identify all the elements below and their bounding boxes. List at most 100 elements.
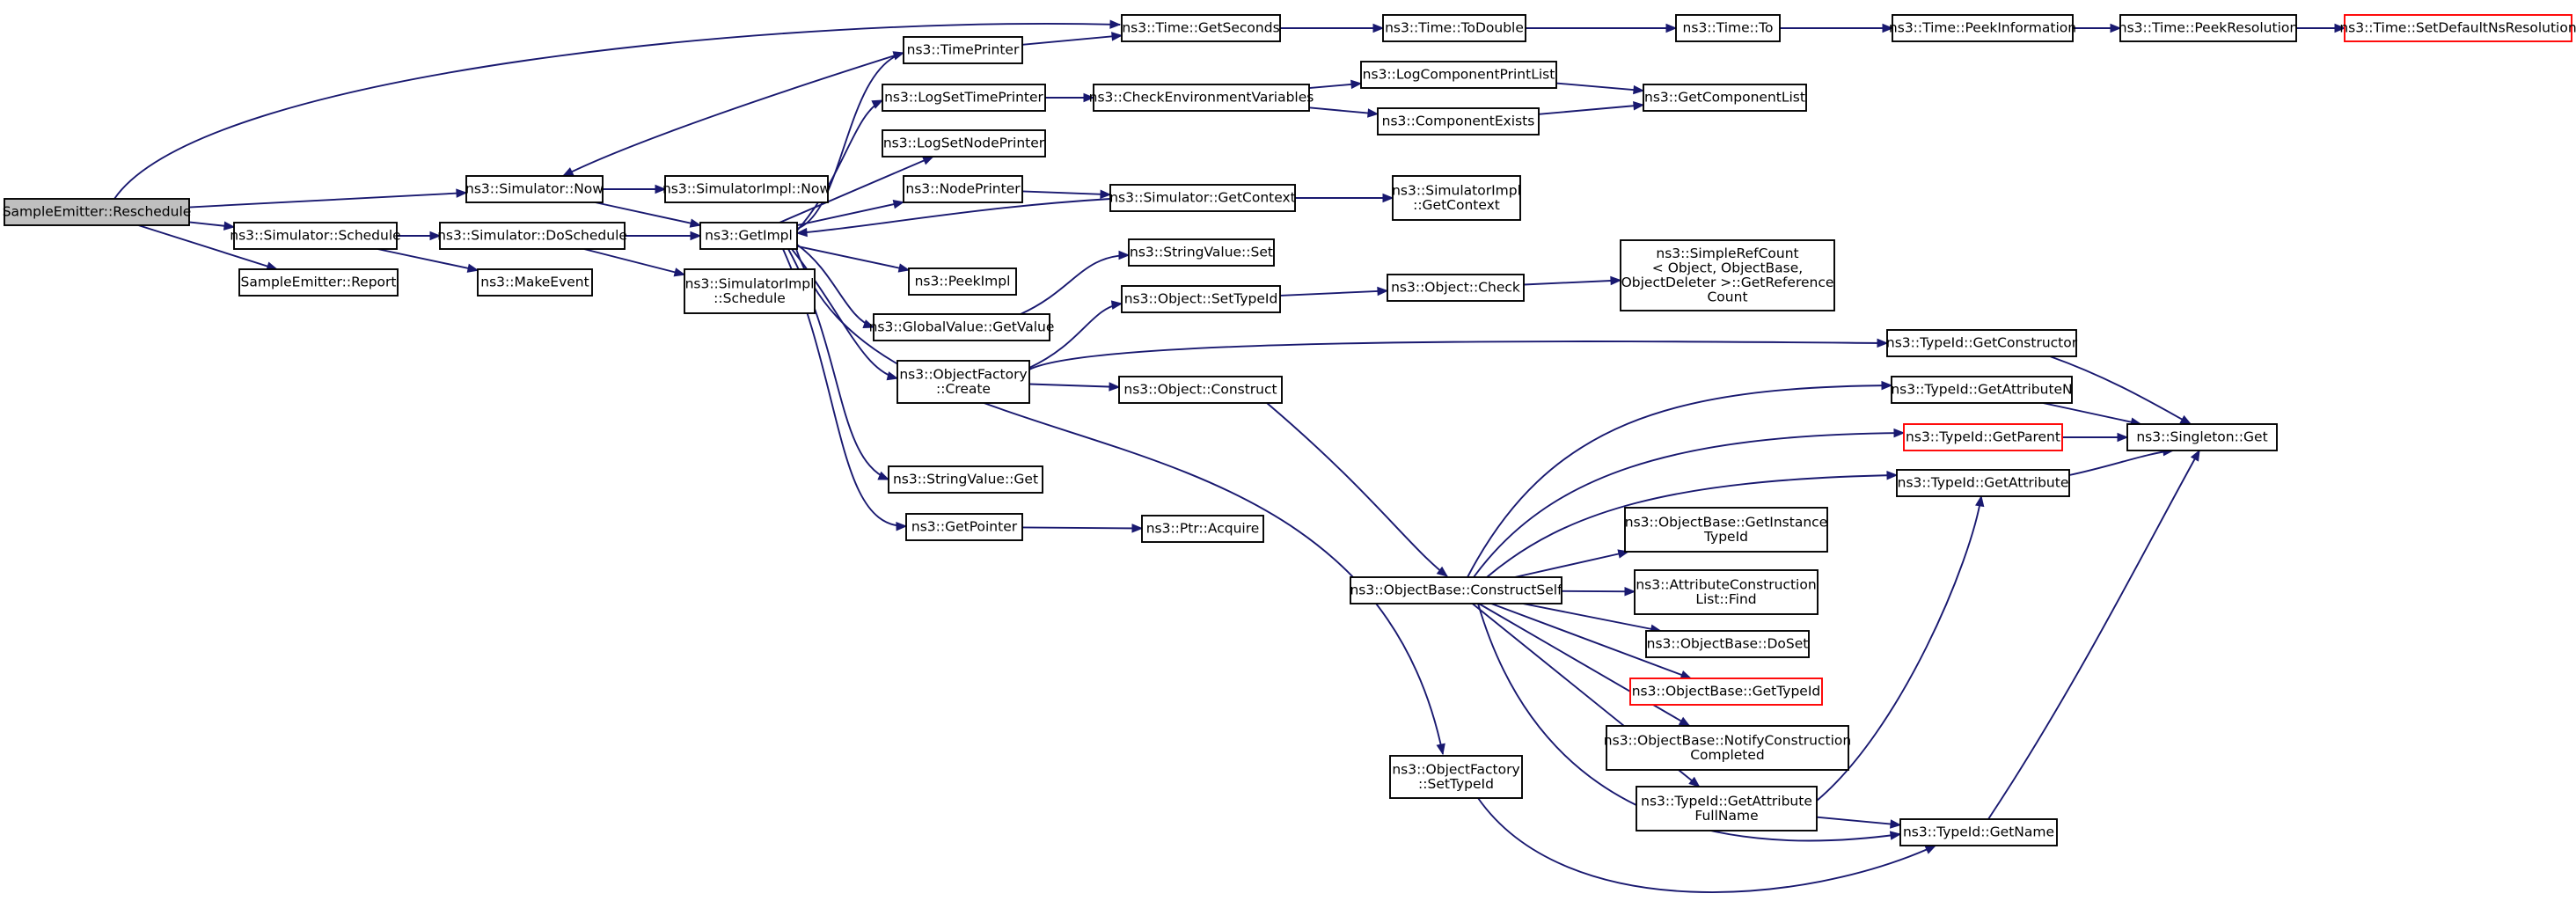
node-box[interactable] — [1624, 507, 1828, 553]
node-time-get-seconds[interactable]: ns3::Time::GetSeconds — [1121, 14, 1281, 42]
node-string-value-set[interactable]: ns3::StringValue::Set — [1128, 238, 1275, 267]
node-sim-now[interactable]: ns3::Simulator::Now — [465, 175, 604, 203]
node-log-set-node-printer[interactable]: ns3::LogSetNodePrinter — [882, 129, 1046, 157]
node-objbase-get-typeid[interactable]: ns3::ObjectBase::GetTypeId — [1629, 678, 1823, 706]
node-object-set-type-id[interactable]: ns3::Object::SetTypeId — [1121, 285, 1281, 313]
node-report[interactable]: SampleEmitter::Report — [238, 268, 399, 297]
node-simimpl-schedule[interactable]: ns3::SimulatorImpl::Schedule — [684, 268, 816, 314]
node-box[interactable] — [1118, 376, 1283, 404]
node-box[interactable] — [1675, 14, 1781, 42]
node-box[interactable] — [903, 36, 1023, 64]
node-box[interactable] — [664, 175, 829, 203]
node-sim-schedule[interactable]: ns3::Simulator::Schedule — [230, 222, 401, 250]
node-box[interactable] — [1360, 61, 1557, 89]
node-object-check[interactable]: ns3::Object::Check — [1387, 274, 1525, 302]
node-box[interactable] — [1389, 755, 1523, 799]
node-typeid-get-constructor[interactable]: ns3::TypeId::GetConstructor — [1886, 329, 2078, 357]
node-ptr-acquire[interactable]: ns3::Ptr::Acquire — [1141, 515, 1264, 543]
node-box[interactable] — [233, 222, 398, 250]
node-box[interactable] — [903, 175, 1023, 203]
node-box[interactable] — [1634, 569, 1819, 615]
node-box[interactable] — [888, 465, 1043, 494]
node-check-env-vars[interactable]: ns3::CheckEnvironmentVariables — [1089, 84, 1314, 112]
node-box[interactable] — [4, 198, 190, 226]
node-box[interactable] — [1629, 678, 1823, 706]
node-box[interactable] — [1903, 423, 2063, 451]
node-box[interactable] — [1645, 630, 1810, 658]
node-box[interactable] — [1636, 786, 1818, 831]
node-box[interactable] — [1387, 274, 1525, 302]
node-typeid-get-name[interactable]: ns3::TypeId::GetName — [1899, 818, 2058, 846]
node-make-event[interactable]: ns3::MakeEvent — [477, 268, 593, 297]
node-box[interactable] — [2344, 14, 2572, 42]
node-box[interactable] — [465, 175, 604, 203]
node-box[interactable] — [873, 313, 1050, 341]
node-box[interactable] — [882, 84, 1046, 112]
node-simple-ref-count[interactable]: ns3::SimpleRefCount< Object, ObjectBase,… — [1620, 239, 1835, 311]
node-box[interactable] — [905, 513, 1023, 541]
node-box[interactable] — [1350, 576, 1562, 604]
node-time-to-double[interactable]: ns3::Time::ToDouble — [1382, 14, 1526, 42]
node-box[interactable] — [2126, 423, 2278, 451]
node-get-impl[interactable]: ns3::GetImpl — [699, 222, 798, 250]
node-box[interactable] — [1620, 239, 1835, 311]
node-box[interactable] — [1643, 84, 1807, 112]
node-box[interactable] — [1141, 515, 1264, 543]
node-string-value-get[interactable]: ns3::StringValue::Get — [888, 465, 1043, 494]
node-typeid-get-attribute[interactable]: ns3::TypeId::GetAttribute — [1896, 469, 2070, 497]
node-box[interactable] — [1896, 469, 2070, 497]
node-time-printer[interactable]: ns3::TimePrinter — [903, 36, 1023, 64]
node-time-peek-information[interactable]: ns3::Time::PeekInformation — [1889, 14, 2076, 42]
node-box[interactable] — [1892, 14, 2074, 42]
node-typeid-get-attribute-n[interactable]: ns3::TypeId::GetAttributeN — [1891, 376, 2073, 404]
node-simimpl-get-context[interactable]: ns3::SimulatorImpl::GetContext — [1392, 175, 1521, 221]
node-object-factory-set-typeid[interactable]: ns3::ObjectFactory::SetTypeId — [1389, 755, 1523, 799]
node-typeid-get-parent[interactable]: ns3::TypeId::GetParent — [1903, 423, 2063, 451]
node-box[interactable] — [1899, 818, 2058, 846]
node-box[interactable] — [439, 222, 626, 250]
node-box[interactable] — [684, 268, 816, 314]
node-box[interactable] — [1121, 285, 1281, 313]
node-box[interactable] — [1377, 107, 1540, 136]
node-box[interactable] — [238, 268, 399, 297]
node-box[interactable] — [1128, 238, 1275, 267]
node-singleton-get[interactable]: ns3::Singleton::Get — [2126, 423, 2278, 451]
node-component-exists[interactable]: ns3::ComponentExists — [1377, 107, 1540, 136]
node-box[interactable] — [896, 360, 1030, 404]
node-time-set-default[interactable]: ns3::Time::SetDefaultNsResolution — [2339, 14, 2576, 42]
node-reschedule[interactable]: SampleEmitter::Reschedule — [3, 198, 192, 226]
node-do-schedule[interactable]: ns3::Simulator::DoSchedule — [437, 222, 627, 250]
node-box[interactable] — [1093, 84, 1310, 112]
node-box[interactable] — [1886, 329, 2077, 357]
node-get-pointer[interactable]: ns3::GetPointer — [905, 513, 1023, 541]
node-sim-get-context[interactable]: ns3::Simulator::GetContext — [1109, 184, 1296, 212]
node-box[interactable] — [882, 129, 1046, 157]
node-log-component-print-list[interactable]: ns3::LogComponentPrintList — [1360, 61, 1557, 89]
node-box[interactable] — [1606, 725, 1849, 771]
node-log-set-time-printer[interactable]: ns3::LogSetTimePrinter — [882, 84, 1046, 112]
node-object-construct[interactable]: ns3::Object::Construct — [1118, 376, 1283, 404]
node-box[interactable] — [2119, 14, 2297, 42]
node-global-get-value[interactable]: ns3::GlobalValue::GetValue — [869, 313, 1055, 341]
node-box[interactable] — [477, 268, 593, 297]
node-time-to[interactable]: ns3::Time::To — [1675, 14, 1781, 42]
node-objbase-do-set[interactable]: ns3::ObjectBase::DoSet — [1645, 630, 1810, 658]
node-box[interactable] — [1121, 14, 1281, 42]
node-box[interactable] — [699, 222, 798, 250]
node-object-factory-create[interactable]: ns3::ObjectFactory::Create — [896, 360, 1030, 404]
node-objbase-construct-self[interactable]: ns3::ObjectBase::ConstructSelf — [1350, 576, 1562, 604]
node-box[interactable] — [1392, 175, 1521, 221]
node-box[interactable] — [1891, 376, 2073, 404]
node-peek-impl[interactable]: ns3::PeekImpl — [908, 267, 1017, 296]
node-get-component-list[interactable]: ns3::GetComponentList — [1643, 84, 1807, 112]
node-box[interactable] — [1109, 184, 1296, 212]
node-box[interactable] — [908, 267, 1017, 296]
node-box[interactable] — [1382, 14, 1526, 42]
node-time-peek-resolution[interactable]: ns3::Time::PeekResolution — [2119, 14, 2298, 42]
node-simimpl-now[interactable]: ns3::SimulatorImpl::Now — [662, 175, 831, 203]
node-objbase-notify-construction[interactable]: ns3::ObjectBase::NotifyConstructionCompl… — [1604, 725, 1851, 771]
node-node-printer[interactable]: ns3::NodePrinter — [903, 175, 1023, 203]
